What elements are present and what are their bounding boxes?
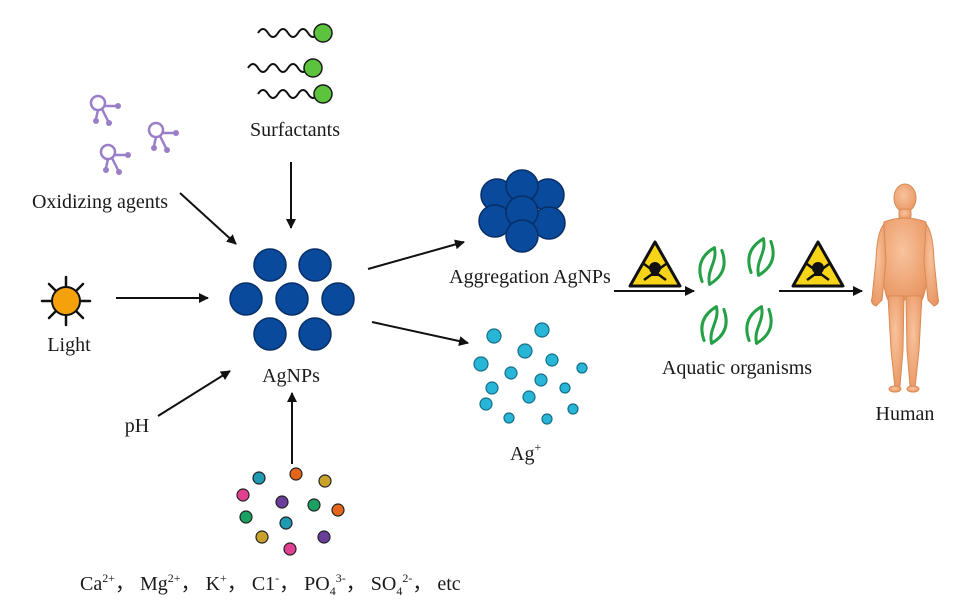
agnps-cluster-icon: [229, 248, 355, 351]
aquatic-organisms-label: Aquatic organisms: [662, 357, 812, 379]
aggregated-agnps-icon: [478, 169, 566, 253]
surfactants-label: Surfactants: [250, 119, 340, 141]
ion-charge: 2-: [402, 571, 412, 585]
ion-symbol: K: [206, 573, 221, 595]
ion-charge: 2+: [168, 571, 181, 585]
ion-symbol: Ca: [80, 573, 102, 595]
ions-etc: etc: [437, 573, 460, 595]
arrow-agnps-to-aggregation: [367, 239, 465, 270]
ion-separator: ，: [181, 573, 206, 595]
human-label: Human: [876, 403, 935, 425]
aggregation-agnps-label: Aggregation AgNPs: [449, 266, 611, 288]
ion-separator: ，: [227, 573, 252, 595]
hazard-warning-icon: [628, 240, 682, 288]
ag-ion-label: Ag+: [510, 440, 541, 465]
arrow-oxidizing-to-agnps: [179, 192, 237, 245]
ion-symbol: Mg: [140, 573, 168, 595]
ion-mixture-icon: [236, 467, 345, 556]
oxidizing-agents-label: Oxidizing agents: [32, 191, 168, 213]
ion-separator: ，: [115, 573, 140, 595]
surfactant-molecules-icon: [247, 23, 333, 104]
ion-symbol: SO: [371, 573, 397, 595]
ion-charge: 3-: [336, 571, 346, 585]
agnps-label: AgNPs: [262, 365, 320, 387]
light-label: Light: [47, 334, 91, 356]
ion-charge: -: [275, 571, 279, 585]
ion-symbol: PO: [304, 573, 330, 595]
arrow-agnps-to-ag-ion: [371, 321, 469, 346]
oxidizing-agent-molecules-icon: [89, 94, 179, 175]
process-arrows: [116, 162, 863, 464]
ion-separator: ，: [412, 573, 437, 595]
ion-subscript: 4: [330, 584, 336, 598]
ion-separator: ，: [279, 573, 304, 595]
ph-label: pH: [125, 415, 149, 437]
ion-symbol: C1: [252, 573, 275, 595]
sun-icon: [40, 275, 92, 327]
ion-subscript: 4: [396, 584, 402, 598]
arrow-ph-to-agnps: [157, 370, 231, 417]
ion-separator: ，: [346, 573, 371, 595]
hazard-warning-icon: [791, 240, 845, 288]
algae-organisms-icon: [698, 237, 775, 345]
ions-list-label: Ca2+， Mg2+， K+， C1-， PO43-， SO42-， etc: [80, 571, 461, 598]
ion-charge: +: [220, 571, 227, 585]
silver-ions-icon: [473, 322, 588, 425]
human-figure-icon: [871, 183, 939, 393]
ion-charge: 2+: [102, 571, 115, 585]
